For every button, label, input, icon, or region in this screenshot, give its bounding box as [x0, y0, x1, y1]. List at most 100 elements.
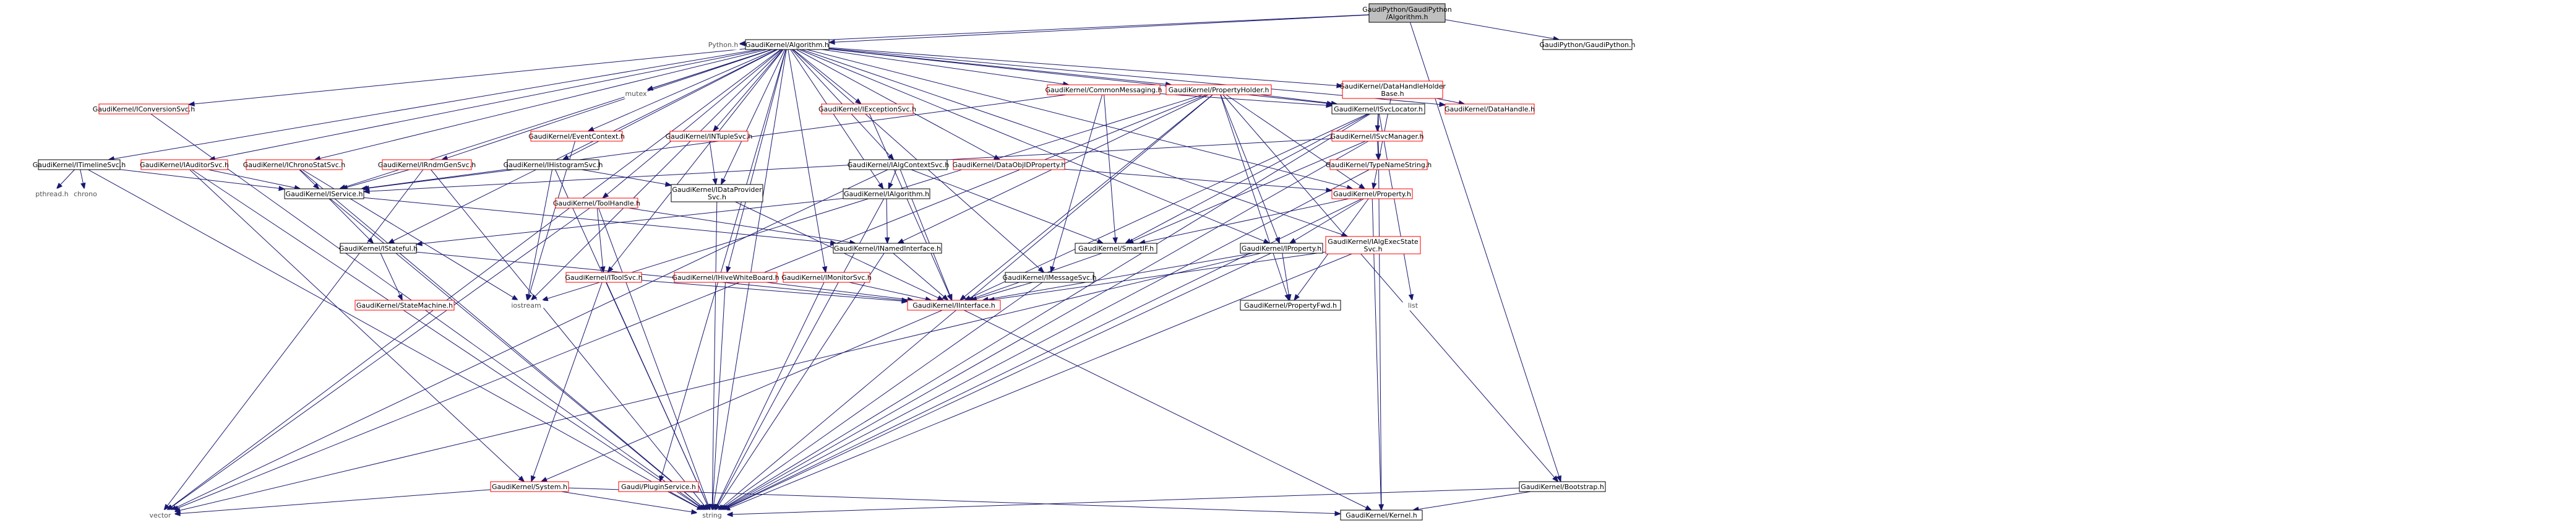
edge-istateful-to-statemachine: [380, 253, 403, 302]
node-label: GaudiKernel/IService.h: [286, 190, 363, 198]
node-histogramsvc[interactable]: GaudiKernel/IHistogramSvc.h: [504, 159, 603, 170]
node-hivewhiteboard[interactable]: GaudiKernel/IHiveWhiteBoard.h: [672, 272, 779, 283]
node-label: GaudiKernel/IMonitorSvc.h: [781, 274, 872, 282]
edge-arrowhead: [738, 41, 745, 46]
node-datahandle[interactable]: GaudiKernel/DataHandle.h: [1445, 103, 1535, 115]
node-system[interactable]: GaudiKernel/System.h: [490, 481, 569, 492]
edge-line: [299, 169, 702, 507]
node-exceptionsvc[interactable]: GaudiKernel/IExceptionSvc.h: [818, 103, 916, 115]
edge-pluginservice-to-string: [668, 491, 704, 511]
node-chronostatsvc[interactable]: GaudiKernel/IChronoStatSvc.h: [243, 159, 346, 170]
node-monitorsvc[interactable]: GaudiKernel/IMonitorSvc.h: [781, 272, 872, 283]
node-statemachine[interactable]: GaudiKernel/StateMachine.h: [354, 300, 455, 311]
node-imessagesvc[interactable]: GaudiKernel/IMessageSvc.h: [1002, 272, 1097, 283]
edge-algorithm-to-algcontextsvc: [791, 49, 895, 161]
edge-line: [60, 169, 75, 185]
edge-auditorsvc-to-string: [191, 169, 706, 511]
edge-arrowhead: [511, 295, 519, 301]
node-algcontextsvc[interactable]: GaudiKernel/IAlgContextSvc.h: [848, 159, 949, 170]
node-algorithm[interactable]: GaudiKernel/Algorithm.h: [745, 39, 830, 50]
node-label: GaudiKernel/IAlgorithm.h: [844, 190, 929, 198]
node-label: chrono: [74, 190, 97, 198]
edge-arrowhead: [587, 126, 595, 132]
edge-commonmsg-to-svclocator: [1159, 93, 1333, 108]
edge-arrowhead: [1274, 236, 1280, 245]
edge-line: [114, 49, 758, 159]
node-eventcontext[interactable]: GaudiKernel/EventContext.h: [528, 131, 625, 142]
node-box: [1240, 300, 1341, 311]
edge-line: [528, 169, 552, 295]
node-ntuplesvc[interactable]: GaudiKernel/INTupleSvc.h: [666, 131, 753, 142]
edge-toolsvc-to-system: [531, 282, 603, 483]
edge-arrowhead: [877, 182, 884, 190]
edge-arrowhead: [1289, 238, 1297, 244]
edge-chronostatsvc-to-iservice: [299, 169, 320, 189]
node-dataobjid[interactable]: GaudiKernel/DataObjIDProperty.h: [953, 159, 1066, 170]
edge-arrowhead: [1375, 125, 1381, 132]
edge-line: [208, 169, 295, 188]
node-box: [246, 159, 343, 170]
node-iservice[interactable]: GaudiKernel/IService.h: [284, 188, 364, 199]
node-label: GaudiKernel/IExceptionSvc.h: [818, 105, 916, 113]
edge-arrowhead: [1112, 237, 1118, 245]
edge-layer: [56, 14, 1561, 518]
node-box: [1075, 243, 1157, 254]
edge-toolhandle-to-toolsvc: [596, 207, 606, 274]
edge-arrowhead: [726, 511, 733, 518]
node-convsvc[interactable]: GaudiKernel/IConversionSvc.h: [93, 103, 195, 115]
edge-auditorsvc-to-iservice: [208, 169, 301, 191]
node-root[interactable]: GaudiPython/GaudiPython/Algorithm.h: [1362, 3, 1452, 23]
node-gaudipython[interactable]: GaudiPython/GaudiPython.h: [1540, 39, 1636, 50]
node-istateful[interactable]: GaudiKernel/IStateful.h: [339, 243, 418, 254]
node-box: [745, 39, 830, 50]
node-iinterface[interactable]: GaudiKernel/IInterface.h: [907, 300, 1001, 311]
node-label: iostream: [511, 302, 541, 310]
edge-line: [1445, 19, 1554, 39]
node-propholder[interactable]: GaudiKernel/PropertyHolder.h: [1166, 84, 1272, 95]
edge-line: [709, 141, 716, 180]
node-inamedinterface[interactable]: GaudiKernel/INamedInterface.h: [833, 243, 942, 254]
node-svcmanager[interactable]: GaudiKernel/ISvcManager.h: [1331, 131, 1424, 142]
node-box: [674, 272, 778, 283]
edge-algexecstate-to-string: [723, 253, 1352, 511]
node-ialgorithm[interactable]: GaudiKernel/IAlgorithm.h: [843, 188, 930, 199]
edge-dataprovidersvc-to-string: [710, 201, 718, 511]
node-label: GaudiKernel/IHistogramSvc.h: [504, 161, 603, 169]
edge-propholder-to-propertyfwd: [1220, 94, 1290, 302]
edge-arrowhead: [540, 477, 548, 482]
node-pluginservice[interactable]: Gaudi/PluginService.h: [618, 481, 699, 492]
node-commonmsg[interactable]: GaudiKernel/CommonMessaging.h: [1045, 84, 1162, 95]
node-label: Base.h: [1381, 90, 1404, 98]
node-timelinesvc[interactable]: GaudiKernel/ITimelineSvc.h: [33, 159, 126, 170]
node-iproperty[interactable]: GaudiKernel/IProperty.h: [1240, 243, 1323, 254]
node-property[interactable]: GaudiKernel/Property.h: [1331, 188, 1413, 199]
node-kernel[interactable]: GaudiKernel/Kernel.h: [1340, 510, 1423, 521]
edge-arrowhead: [822, 266, 828, 274]
node-auditorsvc[interactable]: GaudiKernel/IAuditorSvc.h: [140, 159, 229, 170]
edge-hivewhiteboard-to-string: [710, 282, 726, 511]
edge-histogramsvc-to-dataprovidersvc: [582, 169, 672, 187]
edge-line: [598, 207, 709, 505]
edge-line: [725, 141, 1369, 508]
edge-line: [718, 253, 885, 506]
node-svclocator[interactable]: GaudiKernel/ISvcLocator.h: [1331, 103, 1425, 115]
edge-algorithm-to-commonmsg: [822, 49, 1070, 87]
edge-line: [1226, 94, 1360, 186]
node-label: GaudiKernel/INamedInterface.h: [834, 245, 941, 253]
node-typenamestring[interactable]: GaudiKernel/TypeNameString.h: [1326, 159, 1432, 170]
node-rndmgensvc[interactable]: GaudiKernel/IRndmGenSvc.h: [378, 159, 476, 170]
node-layer: GaudiPython/GaudiPython/Algorithm.hPytho…: [33, 3, 1636, 521]
edge-arrowhead: [888, 182, 893, 190]
node-toolsvc[interactable]: GaudiKernel/IToolSvc.h: [565, 272, 643, 283]
edge-arrowhead: [367, 237, 374, 244]
edge-arrowhead: [888, 154, 895, 161]
node-toolhandle[interactable]: GaudiKernel/ToolHandle.h: [553, 197, 640, 209]
edge-line: [431, 169, 705, 506]
node-propertyfwd[interactable]: GaudiKernel/PropertyFwd.h: [1240, 300, 1341, 311]
node-bootstrap[interactable]: GaudiKernel/Bootstrap.h: [1519, 481, 1606, 492]
edge-line: [792, 49, 1041, 269]
node-smartif[interactable]: GaudiKernel/SmartIF.h: [1075, 243, 1157, 254]
